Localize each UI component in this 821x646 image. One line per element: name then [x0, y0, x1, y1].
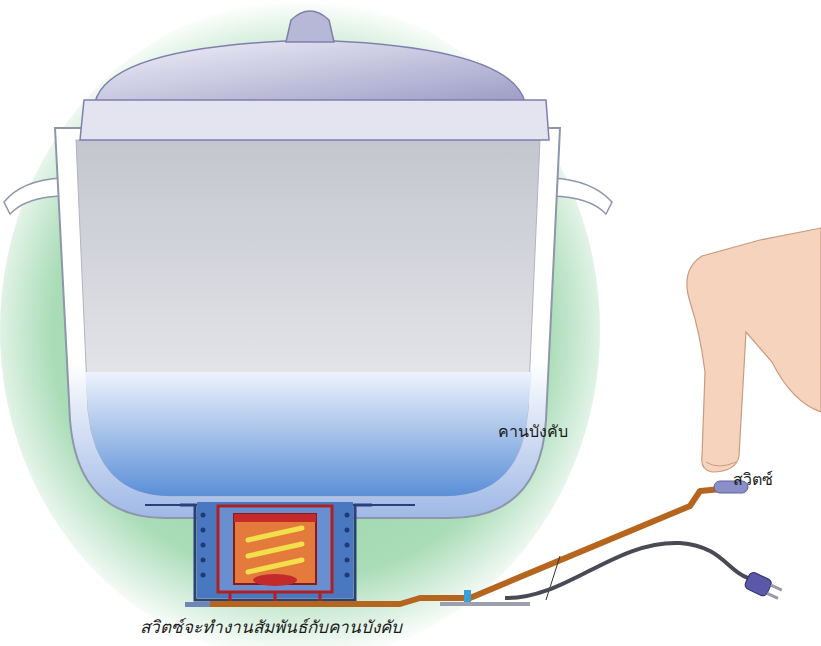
heater-case	[218, 506, 332, 592]
leader-line	[546, 556, 560, 600]
pot-handle	[4, 178, 62, 214]
hand	[687, 228, 821, 472]
contact-point	[464, 590, 471, 602]
pot-body	[55, 128, 560, 518]
fingernail	[706, 462, 736, 466]
lid-dome	[95, 40, 525, 102]
figure-caption: สวิตซ์จะทำงานสัมพันธ์กับคานบังคับ	[140, 617, 402, 637]
water	[85, 372, 532, 496]
part-label: สวิตซ์	[733, 470, 773, 489]
part-label: คานบังคับ	[498, 422, 568, 441]
plug	[744, 571, 784, 603]
lid-knob	[286, 11, 334, 42]
lid-rim	[80, 100, 549, 140]
inner-pot	[76, 140, 540, 496]
magnet-disc	[253, 574, 297, 586]
heater-housing	[197, 502, 353, 598]
background-glow	[0, 0, 600, 646]
thermostat-top	[234, 514, 316, 522]
spring-coil	[248, 528, 302, 572]
power-cord	[505, 543, 748, 598]
contact-plate	[440, 602, 530, 606]
thermostat-cup	[234, 514, 316, 584]
pot-handle	[552, 178, 612, 214]
